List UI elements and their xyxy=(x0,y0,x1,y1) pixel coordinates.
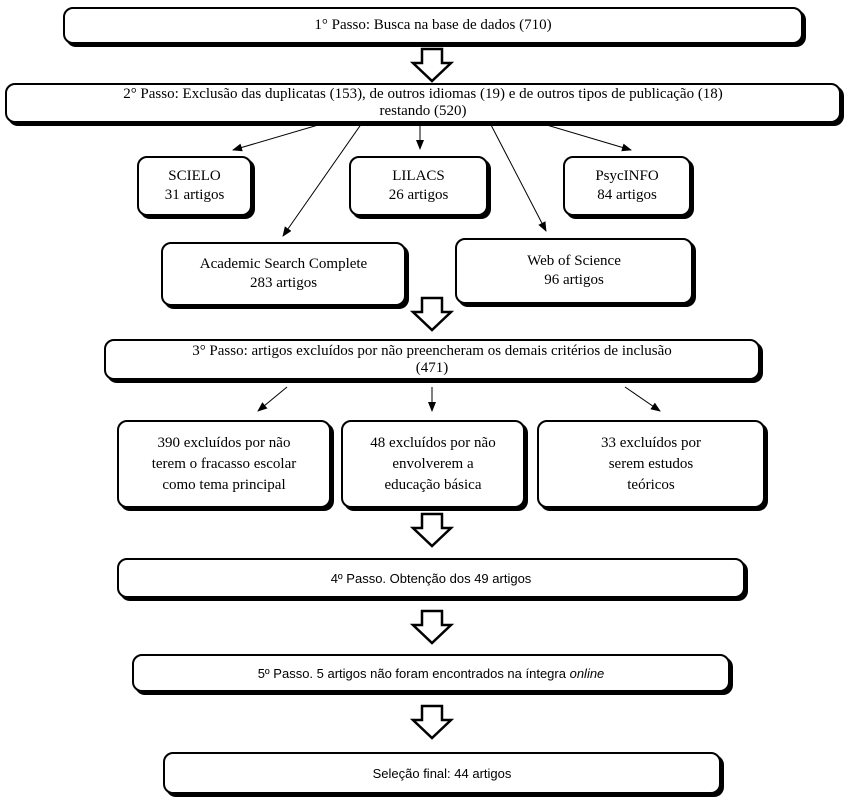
arrow-to-excl-33 xyxy=(624,386,661,412)
arrow-to-wos xyxy=(489,122,547,232)
exclusion-line: 33 excluídos por xyxy=(601,434,701,451)
step2-line1: 2° Passo: Exclusão das duplicatas (153),… xyxy=(123,86,723,102)
down-arrow-exclusions xyxy=(411,512,453,548)
exclusion-line: 48 excluídos por não xyxy=(370,434,496,451)
arrow-to-academic xyxy=(282,122,363,237)
down-arrow-step5 xyxy=(411,704,453,740)
step3-line2: (471) xyxy=(415,360,449,376)
step5-text: 5º Passo. 5 artigos não foram encontrado… xyxy=(258,665,605,682)
down-arrow-step4 xyxy=(411,609,453,645)
database-box-academic-search: Academic Search Complete 283 artigos xyxy=(161,242,406,306)
database-name: SCIELO xyxy=(168,168,221,184)
step3-box: 3° Passo: artigos excluídos por não pree… xyxy=(104,339,760,380)
arrow-to-excl-390 xyxy=(257,386,288,412)
step4-box: 4º Passo. Obtenção dos 49 artigos xyxy=(117,558,745,598)
exclusion-line: envolverem a xyxy=(392,455,474,472)
database-box-lilacs: LILACS 26 artigos xyxy=(349,156,488,216)
exclusion-line: serem estudos xyxy=(608,455,694,472)
step1-text: 1° Passo: Busca na base de dados (710) xyxy=(314,17,552,33)
database-name: LILACS xyxy=(392,168,445,184)
down-arrow-step1 xyxy=(411,47,453,83)
database-count: 26 artigos xyxy=(388,187,449,203)
database-count: 31 artigos xyxy=(164,187,225,203)
final-text: Seleção final: 44 artigos xyxy=(372,765,512,781)
exclusion-line: educação básica xyxy=(384,476,482,493)
database-box-web-of-science: Web of Science 96 artigos xyxy=(455,238,693,304)
exclusion-line: como tema principal xyxy=(162,476,286,493)
database-count: 96 artigos xyxy=(544,272,604,288)
database-name: PsycINFO xyxy=(595,168,659,184)
step3-line1: 3° Passo: artigos excluídos por não pree… xyxy=(192,343,672,359)
exclusion-box-48: 48 excluídos por não envolverem a educaç… xyxy=(341,420,525,508)
arrow-to-psycinfo xyxy=(539,122,632,152)
arrow-to-scielo xyxy=(232,122,326,152)
database-count: 84 artigos xyxy=(597,187,657,203)
down-arrow-databases xyxy=(411,296,453,332)
exclusion-line: teóricos xyxy=(627,476,675,493)
database-box-psycinfo: PsycINFO 84 artigos xyxy=(563,156,691,216)
step5-box: 5º Passo. 5 artigos não foram encontrado… xyxy=(132,654,730,692)
step1-box: 1° Passo: Busca na base de dados (710) xyxy=(63,7,803,44)
database-name: Academic Search Complete xyxy=(199,256,368,272)
final-selection-box: Seleção final: 44 artigos xyxy=(163,752,721,794)
step5-main-text: 5º Passo. 5 artigos não foram encontrado… xyxy=(257,665,570,681)
exclusion-line: terem o fracasso escolar xyxy=(151,455,297,472)
exclusion-box-33: 33 excluídos por serem estudos teóricos xyxy=(537,420,765,508)
exclusion-box-390: 390 excluídos por não terem o fracasso e… xyxy=(117,420,331,508)
database-box-scielo: SCIELO 31 artigos xyxy=(137,156,252,216)
step2-line2: restando (520) xyxy=(379,103,467,119)
step2-box: 2° Passo: Exclusão das duplicatas (153),… xyxy=(5,83,841,123)
step5-italic-text: online xyxy=(569,665,605,681)
exclusion-line: 390 excluídos por não xyxy=(157,434,291,451)
database-name: Web of Science xyxy=(527,253,621,269)
database-count: 283 artigos xyxy=(249,275,318,291)
step4-text: 4º Passo. Obtenção dos 49 artigos xyxy=(330,570,532,586)
